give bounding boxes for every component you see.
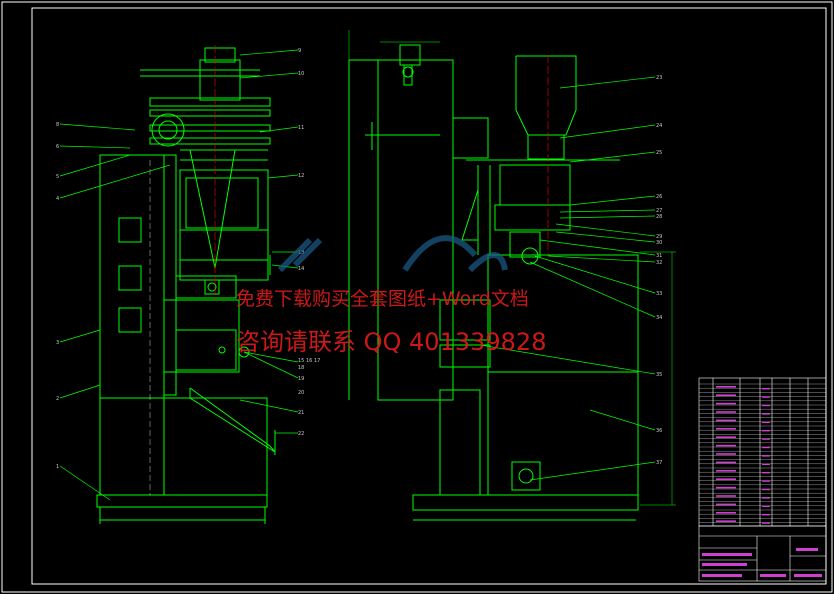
left-base: [96, 494, 268, 508]
parts-list-entry-mark: [716, 461, 736, 464]
left-view-label-10: 10: [298, 71, 304, 77]
right-view-label-34: 34: [656, 315, 662, 321]
left-view-label-1: 1: [56, 464, 59, 470]
parts-list-entry-mark: [762, 488, 770, 491]
left-view-label-2: 2: [56, 396, 59, 402]
left-view-label-14: 14: [298, 266, 304, 272]
right-base: [412, 494, 639, 511]
right-cabinet: [487, 254, 639, 496]
title-block-marks: [702, 548, 822, 577]
left-view-label-3: 3: [56, 340, 59, 346]
left-cabinet: [99, 154, 165, 496]
left-leaders: [59, 49, 299, 501]
left-view-label-12: 12: [298, 173, 304, 179]
left-view-label-8: 8: [56, 122, 59, 128]
window-2: [118, 265, 142, 291]
parts-list-entry-mark: [716, 453, 736, 455]
right-view-label-29: 29: [656, 234, 662, 240]
parts-list-entry-mark: [762, 388, 770, 390]
left-view: [96, 47, 276, 524]
right-dimensions: [348, 30, 676, 506]
parts-list-entry-mark: [762, 438, 770, 440]
parts-list-entry-mark: [716, 503, 736, 506]
right-view-label-28: 28: [656, 214, 662, 220]
parts-list-entry-mark: [762, 396, 770, 398]
left-view-label-15: 15: [298, 358, 304, 364]
right-view: [348, 44, 639, 521]
parts-list-entry-mark: [716, 436, 736, 438]
right-view-label-33: 33: [656, 291, 662, 297]
left-view-label-17: 17: [314, 358, 320, 364]
parts-list-entry-mark: [762, 430, 770, 432]
parts-list-entry-mark: [716, 512, 736, 514]
right-view-label-32: 32: [656, 260, 662, 266]
parts-list-entry-mark: [716, 394, 736, 396]
window-1: [118, 217, 142, 243]
inner-frame: [31, 7, 827, 585]
parts-list-entry-mark: [762, 472, 770, 474]
left-view-labels: 9 10 11 12 13 14 15 16 17 18 19 20 21 22…: [56, 48, 320, 470]
right-view-label-27: 27: [656, 208, 662, 214]
right-leaders: [479, 76, 656, 481]
left-view-label-11: 11: [298, 125, 304, 131]
left-view-label-6: 6: [56, 144, 59, 150]
parts-list-entry-mark: [762, 446, 770, 449]
left-view-label-21: 21: [298, 410, 304, 416]
parts-list-entry-mark: [716, 470, 736, 472]
watermark-line-2: 咨询请联系 QQ 401339828: [236, 328, 547, 356]
left-view-label-4: 4: [56, 196, 59, 202]
parts-list-entry-mark: [762, 514, 770, 516]
parts-list-entry-mark: [762, 497, 770, 499]
parts-list-entry-mark: [762, 421, 770, 423]
right-view-label-30: 30: [656, 240, 662, 246]
window-3: [118, 307, 142, 333]
title-block: [698, 525, 827, 582]
parts-list-entry-mark: [716, 478, 736, 480]
left-view-label-5: 5: [56, 174, 59, 180]
left-view-label-18: 18: [298, 365, 304, 371]
right-view-label-35: 35: [656, 372, 662, 378]
parts-list-entry-mark: [716, 411, 736, 413]
parts-list-entry-mark: [762, 463, 770, 465]
parts-list-entry-mark: [762, 404, 770, 407]
parts-list-entry-mark: [716, 386, 736, 388]
parts-list-entry-mark: [716, 486, 736, 489]
parts-list-entry-mark: [716, 419, 736, 422]
parts-list-entry-mark: [762, 413, 770, 415]
parts-list-entry-mark: [762, 505, 770, 507]
right-view-label-23: 23: [656, 75, 662, 81]
right-view-label-31: 31: [656, 253, 662, 259]
parts-list-rows: [699, 383, 826, 524]
watermark-line-1: 免费下载购买全套图纸+Word文档: [236, 288, 529, 310]
parts-list-entry-mark: [716, 520, 736, 522]
parts-list-entry-mark: [762, 480, 770, 482]
parts-list-entry-mark: [716, 495, 736, 497]
parts-list-entry-mark: [716, 402, 736, 405]
parts-list-entry-mark: [716, 444, 736, 447]
right-view-label-36: 36: [656, 428, 662, 434]
watermark-logo: [277, 235, 508, 273]
parts-list-entry-mark: [762, 522, 770, 524]
left-view-label-9: 9: [298, 48, 301, 54]
right-view-labels: 23 24 25 26 27 28 29 30 31 32 33 34 35 3…: [656, 75, 662, 466]
right-view-label-26: 26: [656, 194, 662, 200]
right-view-label-24: 24: [656, 123, 662, 129]
left-view-label-16: 16: [306, 358, 312, 364]
left-view-label-20: 20: [298, 390, 304, 396]
parts-list-entry-mark: [762, 455, 770, 457]
right-view-label-25: 25: [656, 150, 662, 156]
parts-list-entry-mark: [716, 428, 736, 430]
left-view-label-22: 22: [298, 431, 304, 437]
right-view-label-37: 37: [656, 460, 662, 466]
left-view-label-19: 19: [298, 376, 304, 382]
